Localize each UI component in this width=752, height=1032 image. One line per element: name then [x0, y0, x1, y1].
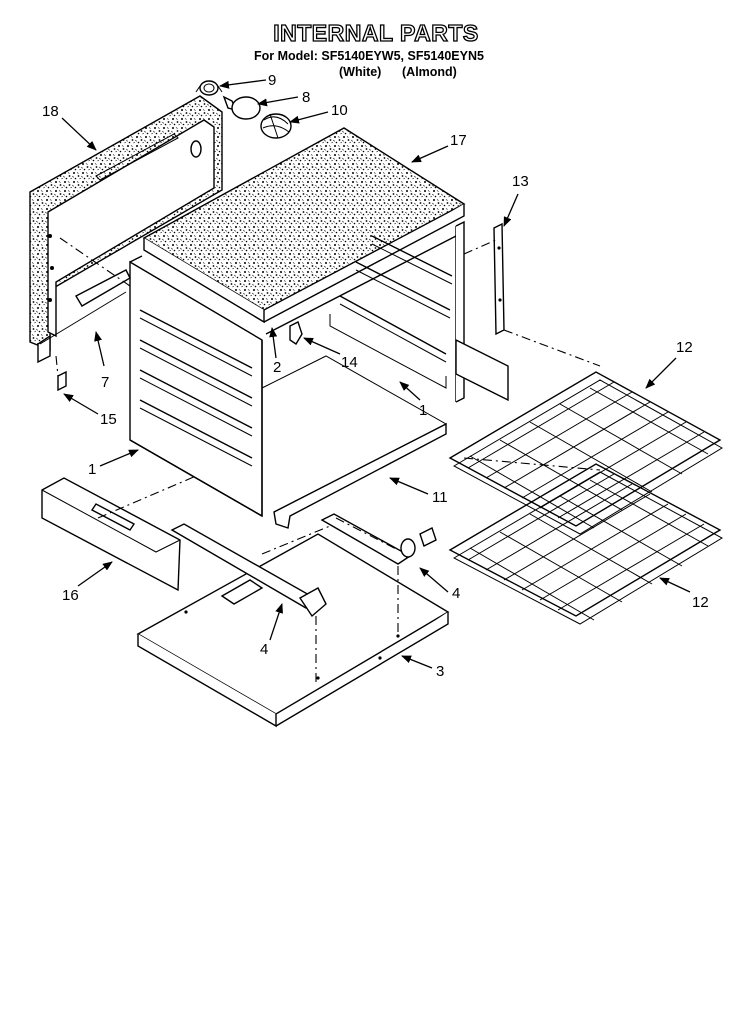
- callout-4-right: 4: [452, 585, 460, 602]
- callout-leaders: [61, 79, 691, 669]
- switch-part-15: [57, 370, 67, 392]
- color-white-label: (White): [339, 65, 382, 79]
- color-almond-label: (Almond): [402, 65, 457, 79]
- callout-11: 11: [432, 489, 448, 506]
- door-gasket-part-18: [29, 95, 223, 364]
- callout-17: 17: [450, 132, 467, 149]
- oven-bottom-panel-part-11: [129, 355, 448, 529]
- right-trim-strip: [455, 338, 509, 402]
- side-bracket-part-13: [493, 222, 505, 336]
- callout-14: 14: [341, 354, 358, 371]
- oven-rack-part-12-lower: [448, 463, 724, 625]
- callout-12-lower: 12: [692, 594, 709, 611]
- clip-part-14: [289, 321, 303, 345]
- callout-13: 13: [512, 173, 529, 190]
- burner-bracket-part-4-left: [170, 523, 327, 618]
- light-bulb-part-8: [222, 95, 261, 120]
- diagram-title: INTERNAL PARTS: [273, 19, 479, 46]
- callout-4-left: 4: [260, 641, 268, 658]
- callout-8: 8: [302, 89, 310, 106]
- burner-bracket-part-4-right: [320, 513, 437, 565]
- light-socket-part-9: [195, 80, 223, 96]
- callout-1-left: 1: [88, 461, 96, 478]
- callout-2: 2: [273, 359, 281, 376]
- oven-rack-part-12-upper: [448, 371, 723, 535]
- oven-top-insulation-part-17: [142, 127, 466, 324]
- callout-15: 15: [100, 411, 117, 428]
- callout-3: 3: [436, 663, 444, 680]
- left-trim-strip-part-7: [39, 269, 131, 345]
- callout-18: 18: [42, 103, 59, 120]
- callout-12-upper: 12: [676, 339, 693, 356]
- callout-9: 9: [268, 72, 276, 89]
- light-lens-part-10: [260, 113, 292, 139]
- callout-1-right: 1: [419, 402, 427, 419]
- kick-panel-part-16: [41, 477, 181, 592]
- bottom-pan-part-3: [136, 533, 450, 728]
- callout-7: 7: [101, 374, 109, 391]
- model-line: For Model: SF5140EYW5, SF5140EYN5: [254, 49, 484, 63]
- callout-16: 16: [62, 587, 79, 604]
- callout-10: 10: [331, 102, 348, 119]
- alignment-lines: [55, 237, 601, 686]
